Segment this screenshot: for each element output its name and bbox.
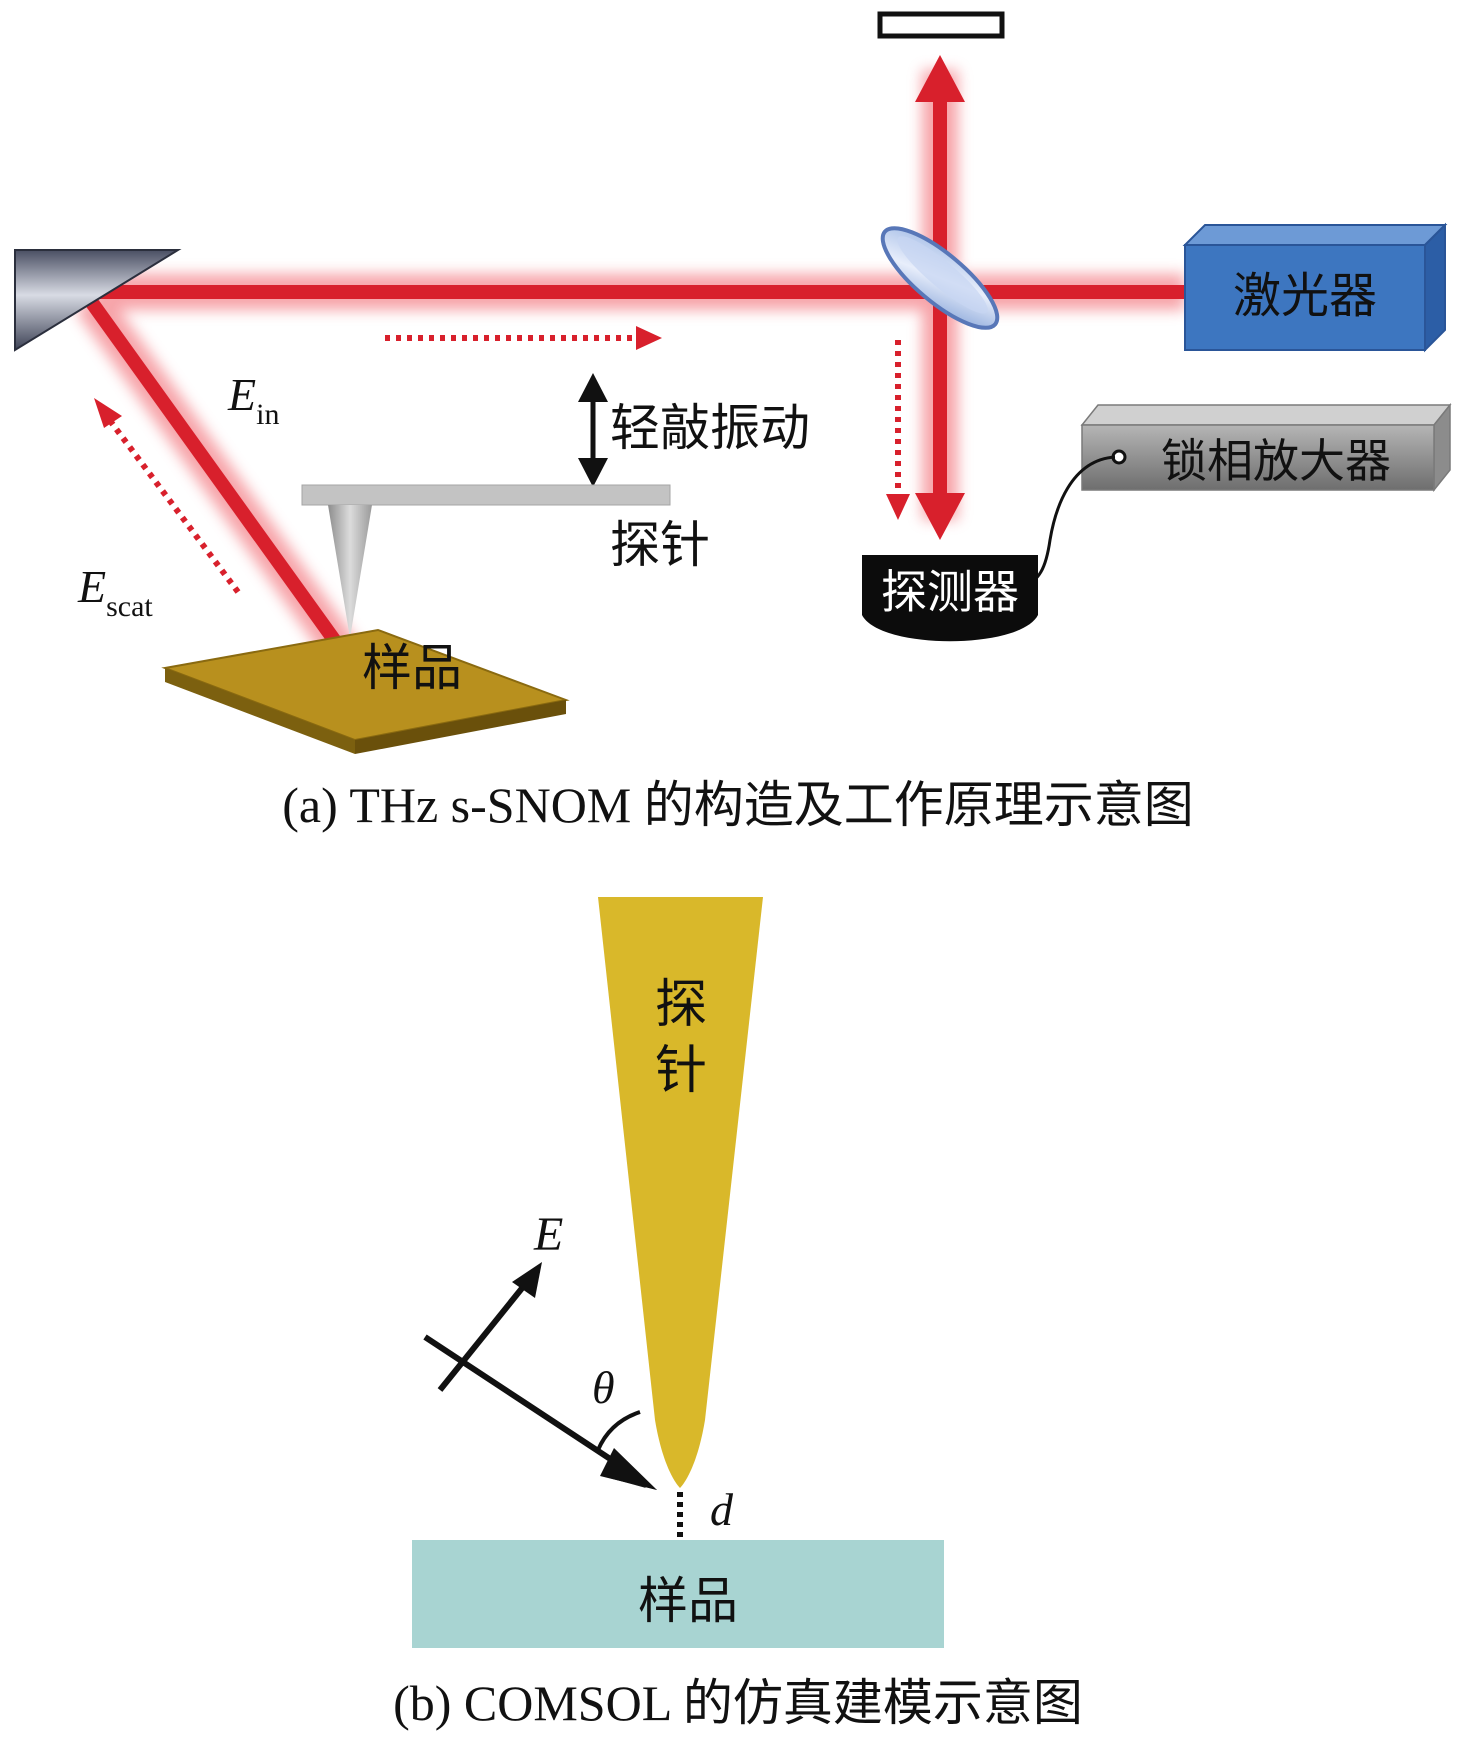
- detector: 探测器: [862, 555, 1038, 642]
- beam-arrowhead-up: [915, 55, 965, 102]
- probe-label-b1: 探: [655, 975, 707, 1035]
- lockin-amplifier: 锁相放大器: [1080, 402, 1452, 493]
- sample-block-b: [412, 1540, 944, 1648]
- sample-label-a: 样品: [362, 639, 462, 697]
- laser-source: 激光器: [1182, 222, 1448, 353]
- dotted-arrow-diagonal: [94, 398, 241, 594]
- e-in-label: Ein: [227, 369, 279, 431]
- probe-label-b2: 针: [655, 1041, 707, 1101]
- caption-b: (b) COMSOL 的仿真建模示意图: [393, 1675, 1083, 1731]
- sample-label-b: 样品: [638, 1572, 738, 1630]
- tapping-label: 轻敲振动: [610, 399, 810, 457]
- beam-splitter: [880, 226, 1000, 330]
- parabolic-mirror: [14, 249, 182, 352]
- field-arrowhead: [512, 1262, 542, 1298]
- beam-arrowhead-down: [915, 493, 965, 540]
- detector-label: 探测器: [881, 565, 1019, 619]
- reference-mirror: [877, 11, 1005, 39]
- sample-slab: [161, 628, 570, 754]
- probe-cantilever: [301, 484, 671, 638]
- angle-label: θ: [592, 1362, 615, 1413]
- panel-b: 探 针 E θ d 样品 (b) COMSOL 的仿真建模示意图: [393, 897, 1083, 1731]
- field-label: E: [533, 1208, 563, 1261]
- lockin-label: 锁相放大器: [1161, 434, 1391, 488]
- incident-arrowhead-fill: [600, 1448, 657, 1490]
- e-scat-label: Escat: [77, 561, 153, 623]
- dotted-arrow-down: [886, 340, 910, 520]
- angle-arc: [596, 1410, 641, 1451]
- field-polarization-arrow: [437, 1280, 530, 1392]
- panel-a: 激光器 锁相放大器 探测器: [14, 11, 1452, 833]
- beam-to-sample: [84, 295, 351, 660]
- tapping-arrow: [578, 373, 608, 487]
- caption-a: (a) THz s-SNOM 的构造及工作原理示意图: [282, 777, 1194, 833]
- dotted-arrow-right: [385, 326, 662, 350]
- probe-tip-b: [598, 897, 763, 1488]
- incident-wave-arrow: [423, 1334, 632, 1475]
- laser-label: 激光器: [1233, 268, 1377, 324]
- gap-label: d: [710, 1484, 734, 1535]
- probe-label: 探针: [610, 516, 710, 574]
